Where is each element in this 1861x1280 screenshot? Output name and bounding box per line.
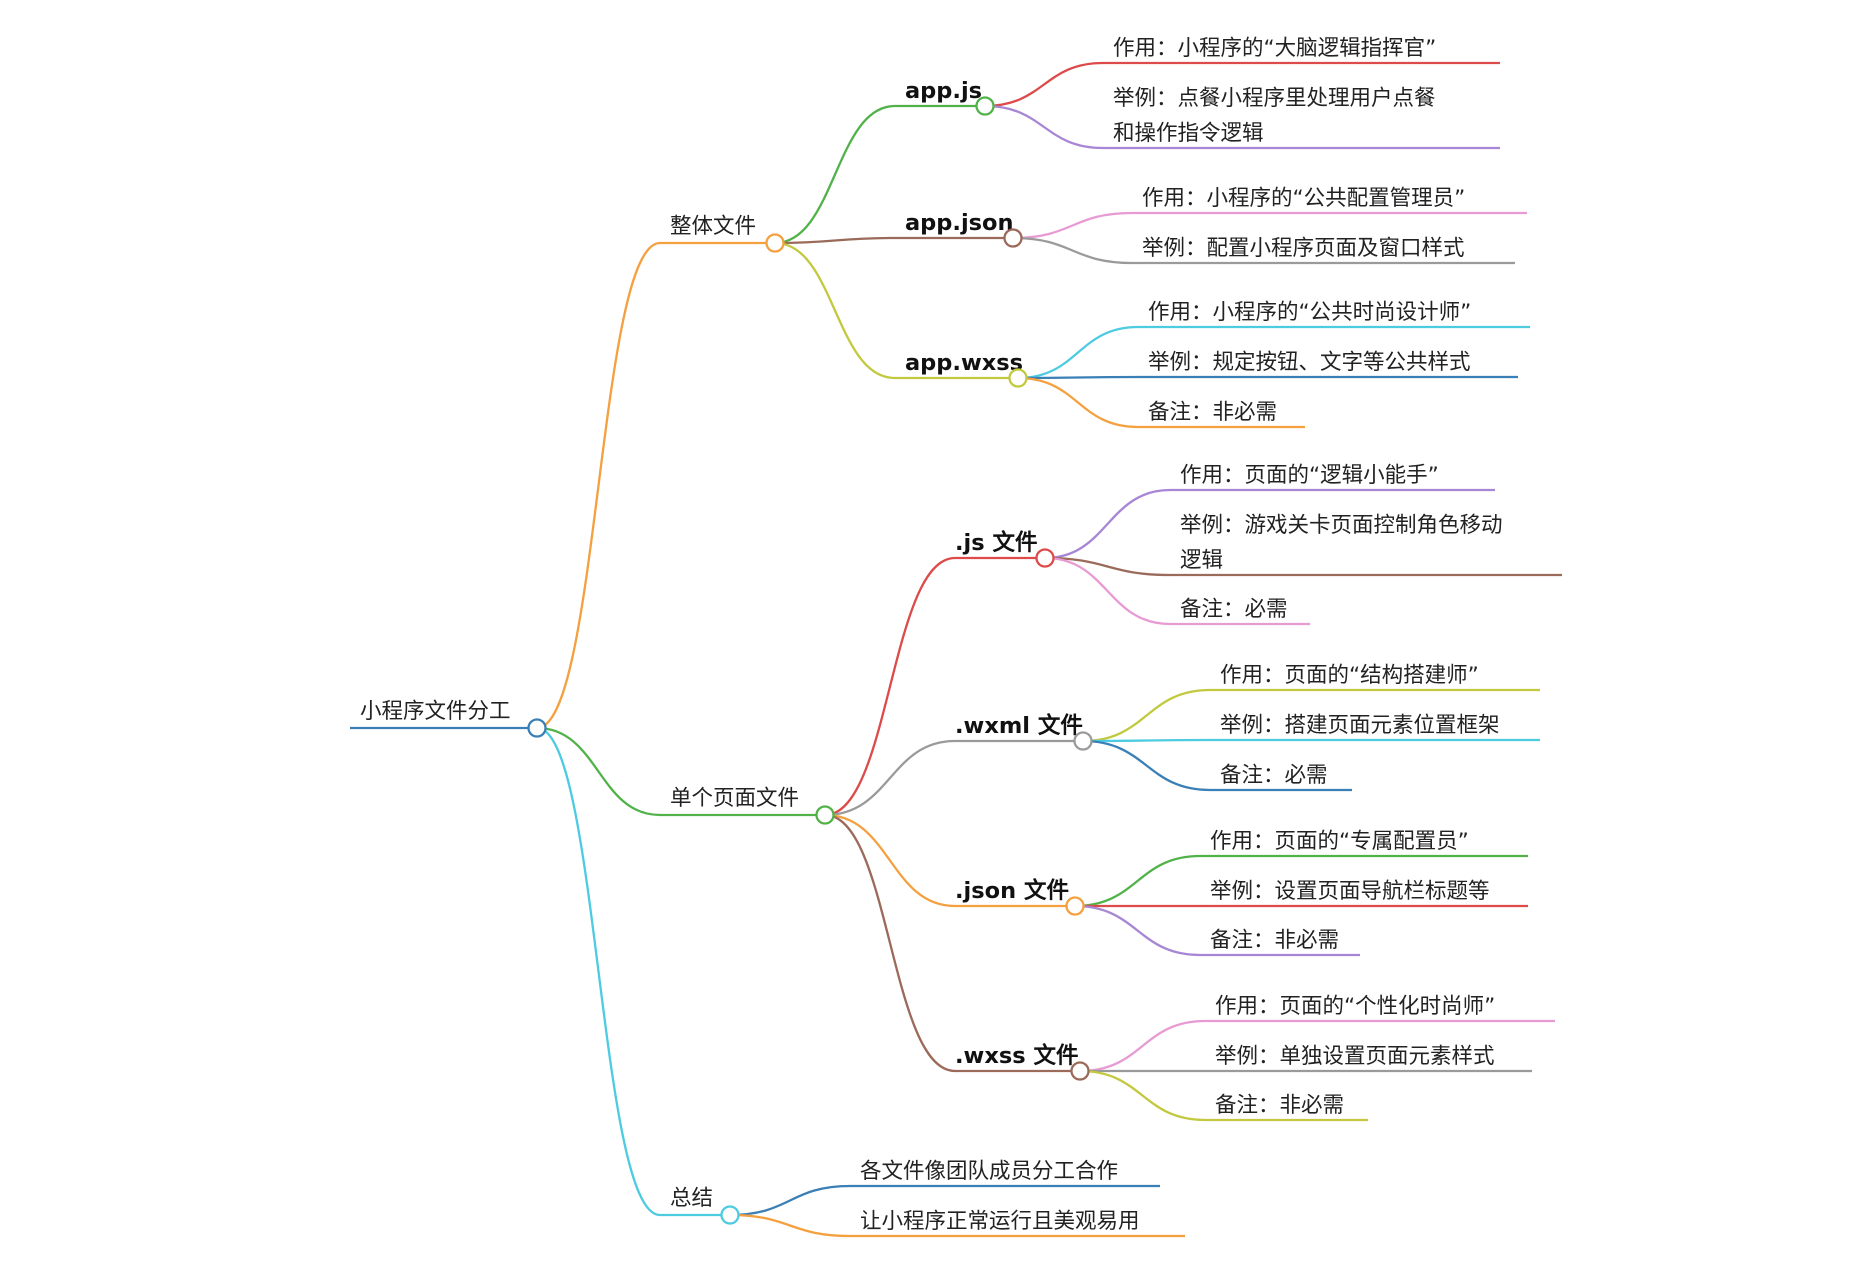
detail-text: 举例：单独设置页面元素样式 — [1215, 1044, 1495, 1069]
connector-section-to-topic — [773, 241, 897, 380]
detail-text: 作用：小程序的“公共时尚设计师” — [1148, 300, 1471, 325]
detail-text: 备注：非必需 — [1148, 400, 1277, 425]
detail-text: 备注：非必需 — [1210, 928, 1339, 953]
detail-text: 举例：规定按钮、文字等公共样式 — [1148, 350, 1471, 375]
connector-topic-to-detail — [983, 61, 1105, 108]
file-node — [1035, 548, 1055, 568]
connector-root-to-section — [535, 241, 662, 730]
connector-topic-to-detail — [1011, 211, 1134, 240]
detail-text: 作用：页面的“结构搭建师” — [1220, 663, 1479, 688]
detail-text: 和操作指令逻辑 — [1113, 121, 1264, 146]
connector-topic-to-detail — [1016, 325, 1140, 380]
connector-topic-to-detail — [1043, 556, 1172, 626]
connector-section-to-topic — [773, 236, 897, 245]
summary-point: 各文件像团队成员分工合作 — [860, 1159, 1118, 1184]
detail-text: 作用：小程序的“公共配置管理员” — [1142, 186, 1465, 211]
section-node — [765, 233, 785, 253]
root-topic: 小程序文件分工 — [360, 699, 511, 724]
nodes — [527, 96, 1093, 1225]
connector-topic-to-detail — [1016, 375, 1140, 380]
connector-topic-to-detail — [1078, 1019, 1207, 1073]
connectors — [535, 61, 1212, 1238]
section-topic: 整体文件 — [670, 214, 756, 239]
detail-text: 备注：必需 — [1220, 763, 1328, 788]
connector-root-to-section — [535, 726, 662, 1217]
section-node — [815, 805, 835, 825]
connector-topic-to-detail — [1081, 738, 1212, 743]
detail-text: 举例：配置小程序页面及窗口样式 — [1142, 236, 1465, 261]
file-topic: .js 文件 — [955, 529, 1038, 556]
connector-topic-to-detail — [983, 104, 1105, 150]
detail-text: 举例：设置页面导航栏标题等 — [1210, 879, 1490, 904]
detail-text: 备注：非必需 — [1215, 1093, 1344, 1118]
connector-topic-to-detail — [1073, 854, 1202, 908]
connector-section-to-topic — [823, 813, 957, 1073]
connector-topic-to-detail — [1043, 556, 1172, 577]
connector-topic-to-detail — [1078, 1069, 1207, 1122]
connector-topic-to-detail — [1081, 739, 1212, 792]
connector-topic-to-detail — [1043, 488, 1172, 560]
detail-text: 举例：点餐小程序里处理用户点餐 — [1113, 86, 1436, 111]
file-node — [1065, 896, 1085, 916]
summary-point: 让小程序正常运行且美观易用 — [860, 1209, 1140, 1234]
connector-section-to-topic — [823, 556, 957, 817]
file-topic: .json 文件 — [955, 877, 1069, 904]
file-node — [1003, 228, 1023, 248]
file-topic: app.js — [905, 78, 982, 104]
file-node — [975, 96, 995, 116]
detail-text: 备注：必需 — [1180, 597, 1288, 622]
file-node — [1073, 731, 1093, 751]
root-node — [527, 718, 547, 738]
file-node — [1008, 368, 1028, 388]
file-topic: app.wxss — [905, 350, 1023, 376]
detail-text: 举例：游戏关卡页面控制角色移动 — [1180, 513, 1503, 538]
connector-root-to-section — [535, 726, 662, 817]
detail-text: 逻辑 — [1180, 548, 1223, 573]
connector-topic-to-detail — [1011, 236, 1134, 265]
connector-topic-to-detail — [1016, 376, 1140, 429]
section-node — [720, 1205, 740, 1225]
connector-section-to-topic — [728, 1213, 852, 1238]
detail-text: 举例：搭建页面元素位置框架 — [1220, 713, 1500, 738]
connector-section-to-topic — [728, 1184, 852, 1217]
connector-topic-to-detail — [1073, 904, 1202, 957]
section-topic: 总结 — [670, 1186, 713, 1211]
detail-text: 作用：页面的“逻辑小能手” — [1180, 463, 1439, 488]
file-topic: .wxml 文件 — [955, 712, 1083, 739]
file-topic: .wxss 文件 — [955, 1042, 1078, 1069]
detail-text: 作用：小程序的“大脑逻辑指挥官” — [1113, 36, 1436, 61]
labels: 小程序文件分工 整体文件 app.js 作用：小程序的“大脑逻辑指挥官” 举例：点餐小程… — [360, 36, 1503, 1234]
connector-section-to-topic — [823, 813, 957, 908]
detail-text: 作用：页面的“专属配置员” — [1210, 829, 1469, 854]
connector-topic-to-detail — [1081, 688, 1212, 743]
section-topic: 单个页面文件 — [670, 786, 799, 811]
connector-section-to-topic — [823, 739, 957, 817]
file-node — [1070, 1061, 1090, 1081]
underlines — [350, 61, 1562, 1238]
file-topic: app.json — [905, 210, 1014, 236]
connector-section-to-topic — [773, 104, 897, 245]
detail-text: 作用：页面的“个性化时尚师” — [1215, 994, 1495, 1019]
